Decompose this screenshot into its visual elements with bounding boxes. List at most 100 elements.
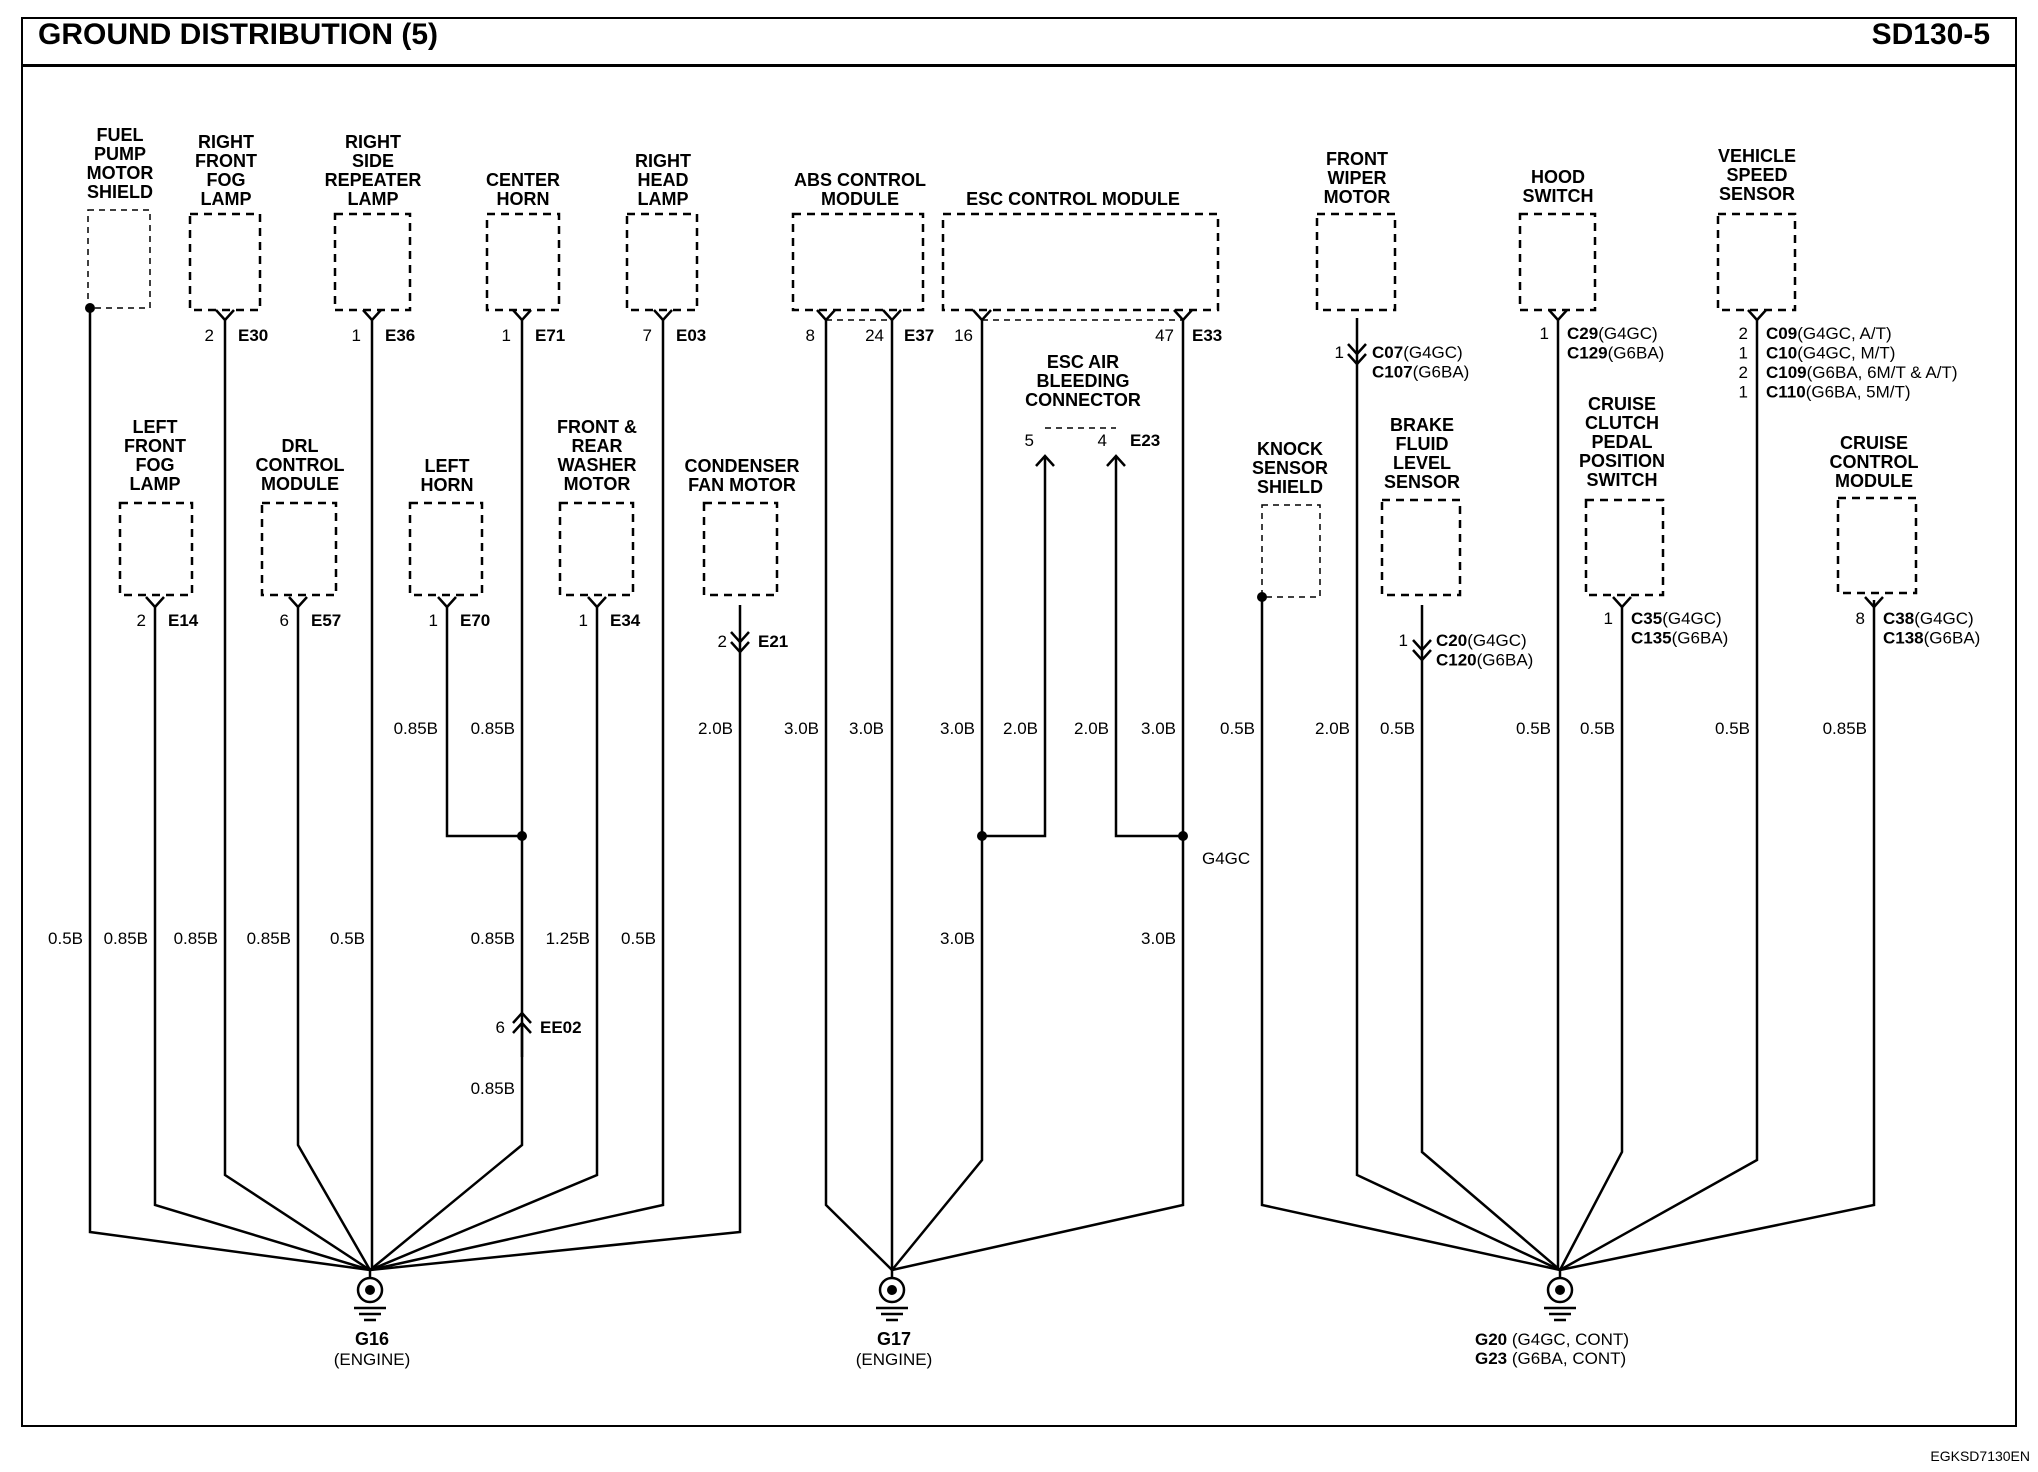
connector-c09-group: C09(G4GC, A/T)C10(G4GC, M/T)C109(G6BA, 6… — [1766, 324, 1957, 402]
connector-e21: E21 — [758, 632, 788, 651]
pin-c35: 1 — [1604, 609, 1613, 628]
ground-g16-location: (ENGINE) — [334, 1350, 411, 1369]
esc-right-splice-dot — [1178, 831, 1188, 841]
pin-c07: 1 — [1335, 343, 1344, 362]
wire-fuel-shield-size: 0.5B — [48, 929, 83, 948]
front-rear-washer-motor-box — [558, 501, 635, 597]
g4gc-note: G4GC — [1202, 849, 1250, 868]
connector-e23: E23 — [1130, 431, 1160, 450]
front-wiper-motor-box — [1315, 212, 1397, 312]
brake-fluid-level-sensor-box — [1380, 498, 1462, 597]
connector-e70: E70 — [460, 611, 490, 630]
fuel-pump-motor-shield-box — [87, 209, 151, 309]
fuel-pump-shield-splice-dot — [85, 303, 95, 313]
right-side-repeater-lamp-box — [333, 212, 412, 312]
pin-e21: 2 — [718, 632, 727, 651]
connector-e14: E14 — [168, 611, 199, 630]
pin-e34: 1 — [579, 611, 588, 630]
wire-esc-joint-a-size: 3.0B — [940, 929, 975, 948]
cruise-control-module-box — [1836, 496, 1918, 595]
knock-shield-splice-dot — [1257, 592, 1267, 602]
pin-c29: 1 — [1540, 324, 1549, 343]
right-front-fog-lamp-box — [188, 212, 262, 312]
wire-brake-size: 0.5B — [1380, 719, 1415, 738]
wire-condenser-size: 2.0B — [698, 719, 733, 738]
pin-e23-b: 4 — [1098, 431, 1107, 450]
wire-abs-a-size: 3.0B — [784, 719, 819, 738]
label-esc-control-module: ESC CONTROL MODULE — [966, 189, 1180, 209]
abs-control-module-box — [791, 212, 925, 312]
esc-control-module-box — [941, 212, 1220, 312]
condenser-fan-motor-box — [702, 501, 779, 597]
ground-g20-line2: G23 (G6BA, CONT) — [1475, 1349, 1626, 1368]
pin-e37-b: 24 — [865, 326, 884, 345]
pin-ee02: 6 — [496, 1018, 505, 1037]
connector-e30: E30 — [238, 326, 268, 345]
horn-splice-dot — [517, 831, 527, 841]
connector-c38-group: C38(G4GC)C138(G6BA) — [1883, 609, 1980, 648]
cruise-clutch-pedal-position-switch-box — [1584, 498, 1665, 597]
wire-bleed-a-size: 2.0B — [1003, 719, 1038, 738]
wire-left-horn-size: 0.85B — [394, 719, 438, 738]
ground-g20-line1: G20 (G4GC, CONT) — [1475, 1330, 1629, 1349]
connector-chevrons — [145, 309, 1884, 1034]
connector-e03: E03 — [676, 326, 706, 345]
g16-wire-group — [88, 308, 742, 1272]
left-front-fog-lamp-box — [118, 501, 194, 597]
pin-e33-b: 47 — [1155, 326, 1174, 345]
wire-esc-a-size: 3.0B — [940, 719, 975, 738]
wire-bleed-b-size: 2.0B — [1074, 719, 1109, 738]
wire-ee02-below-size: 0.85B — [471, 1079, 515, 1098]
wire-esc-joint-b-size: 3.0B — [1141, 929, 1176, 948]
connector-c20-group: C20(G4GC)C120(G6BA) — [1436, 631, 1533, 670]
wire-repeater-size: 0.5B — [330, 929, 365, 948]
pin-e71: 1 — [502, 326, 511, 345]
pin-e33-a: 16 — [954, 326, 973, 345]
connector-c07-group: C07(G4GC)C107(G6BA) — [1372, 343, 1469, 382]
wire-head-lamp-size: 0.5B — [621, 929, 656, 948]
connector-e36: E36 — [385, 326, 415, 345]
pin-c38: 8 — [1856, 609, 1865, 628]
wire-clutch-size: 0.5B — [1580, 719, 1615, 738]
ground-g17-location: (ENGINE) — [856, 1350, 933, 1369]
drl-control-module-box — [260, 501, 338, 597]
wire-left-fog-size: 0.85B — [104, 929, 148, 948]
g20-ground-symbol — [1544, 1270, 1576, 1322]
knock-sensor-shield-box — [1261, 504, 1321, 598]
wire-abs-b-size: 3.0B — [849, 719, 884, 738]
wire-horn-joint-size: 0.85B — [471, 929, 515, 948]
wire-esc-b-size: 3.0B — [1141, 719, 1176, 738]
g16-ground-symbol — [354, 1270, 386, 1322]
title-rule — [21, 64, 2017, 67]
connector-e33: E33 — [1192, 326, 1222, 345]
ground-g16-id: G16 — [355, 1329, 389, 1349]
connector-e57: E57 — [311, 611, 341, 630]
g20-wire-group — [1260, 318, 1876, 1272]
right-head-lamp-box — [625, 212, 699, 312]
wire-cruise-size: 0.85B — [1823, 719, 1867, 738]
connector-c35-group: C35(G4GC)C135(G6BA) — [1631, 609, 1728, 648]
pin-e37-a: 8 — [806, 326, 815, 345]
wire-right-fog-size: 0.85B — [174, 929, 218, 948]
hood-switch-box — [1518, 212, 1597, 312]
connector-e34: E34 — [610, 611, 641, 630]
vehicle-speed-sensor-box — [1716, 212, 1797, 312]
page-code: SD130-5 — [1871, 18, 1990, 51]
left-horn-box — [408, 501, 484, 597]
connector-ee02: EE02 — [540, 1018, 582, 1037]
